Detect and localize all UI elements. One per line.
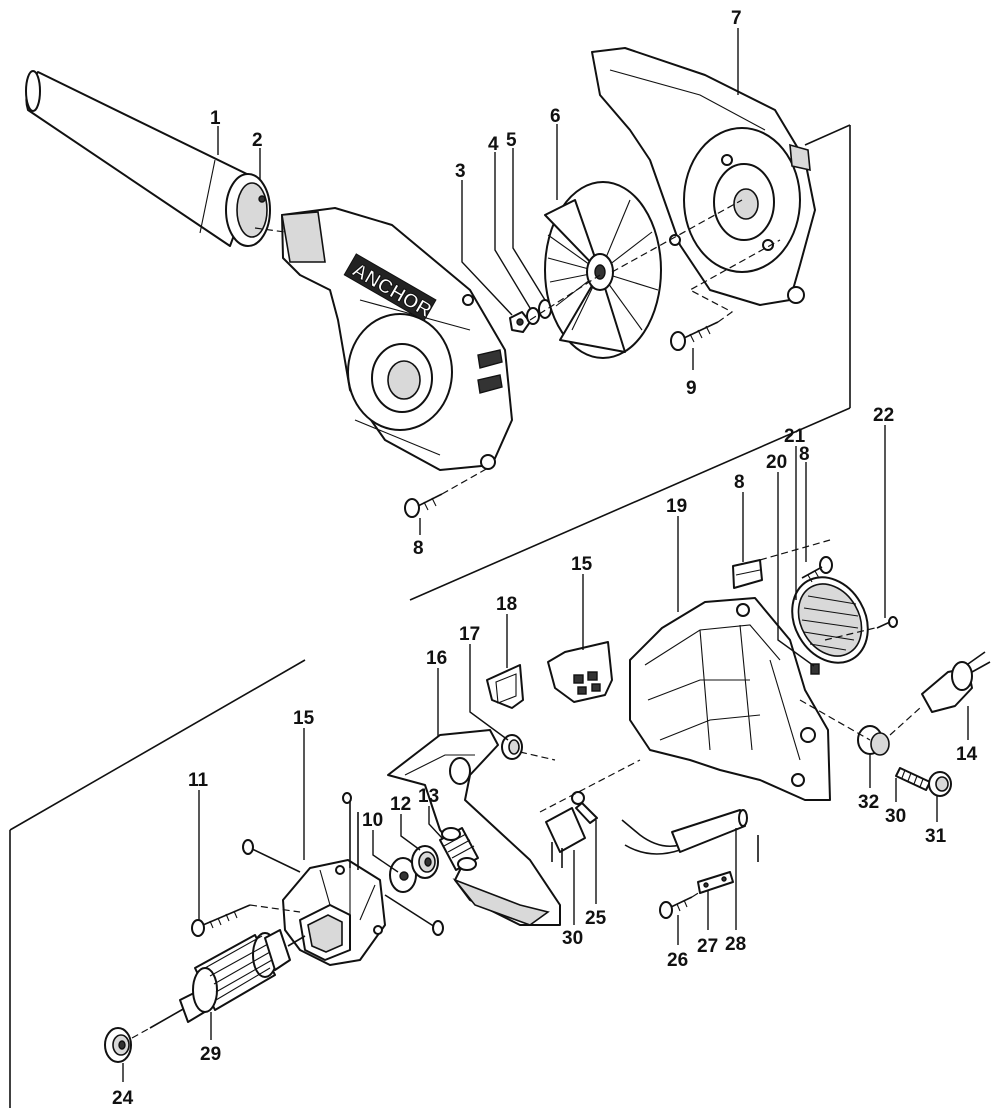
bushing	[501, 734, 523, 760]
power-cord	[621, 809, 748, 855]
callout-label: 15	[293, 708, 315, 729]
switch-bracket	[486, 664, 524, 709]
callout-label: 18	[496, 594, 517, 615]
rear-bearing	[104, 1027, 151, 1063]
long-screw	[191, 904, 301, 937]
callout-label: 10	[362, 810, 383, 831]
screw	[404, 493, 443, 518]
strain-relief-spring	[895, 767, 931, 791]
armature	[149, 929, 306, 1029]
callout-label: 28	[725, 934, 746, 955]
vent-grille	[791, 576, 869, 664]
callout-label: 12	[390, 794, 411, 815]
screw	[876, 616, 898, 629]
callout-label: 4	[488, 134, 499, 155]
callout-label: 7	[731, 8, 742, 29]
cord-clamp	[697, 871, 734, 894]
callout-label: 25	[585, 908, 607, 929]
callout-label: 5	[506, 130, 517, 151]
callout-label: 22	[873, 405, 894, 426]
callout-label: 14	[956, 744, 978, 765]
callout-label: 30	[562, 928, 583, 949]
callout-label: 8	[734, 472, 745, 493]
screw	[659, 896, 693, 919]
callout-label: 2	[252, 130, 263, 151]
callout-label: 29	[200, 1044, 221, 1065]
switch	[547, 641, 613, 703]
callout-label: 21	[784, 426, 806, 447]
nozzle-tube	[25, 70, 256, 247]
sleeve-bearing	[439, 827, 479, 871]
end-cap	[928, 771, 952, 797]
nozzle-end-ring	[225, 173, 271, 247]
callout-label: 9	[686, 378, 697, 399]
callout-labels: 1 2 3 4 5 6 7 8 9 8 22 21 20 8 19 15 18 …	[112, 8, 978, 1109]
callout-label: 1	[210, 108, 221, 129]
callout-label: 19	[666, 496, 687, 517]
capacitor	[545, 807, 586, 868]
stator-wire-leads	[242, 792, 444, 936]
callout-label: 8	[413, 538, 424, 559]
screw	[670, 321, 719, 351]
switch-actuator	[732, 559, 763, 589]
callout-label: 11	[188, 770, 209, 791]
callout-label: 16	[426, 648, 447, 669]
retaining-clip	[810, 663, 820, 675]
callout-label: 6	[550, 106, 561, 127]
callout-label: 32	[858, 792, 879, 813]
ring-terminal	[571, 791, 598, 824]
leader-lines	[122, 28, 969, 1082]
field-stator	[282, 859, 386, 966]
nut	[509, 311, 531, 333]
front-housing: ANCHOR	[281, 207, 513, 471]
grommet	[857, 725, 890, 756]
callout-label: 17	[459, 624, 480, 645]
callout-label: 3	[455, 161, 466, 182]
callout-label: 13	[418, 786, 439, 807]
handle-half	[387, 729, 561, 926]
assembly-guide-lines	[519, 539, 921, 898]
ball-bearing	[411, 845, 439, 879]
fan-impeller	[544, 181, 662, 359]
callout-label: 20	[766, 452, 787, 473]
callout-label: 31	[925, 826, 947, 847]
washer	[526, 299, 552, 325]
callout-label: 27	[697, 936, 718, 957]
callout-label: 30	[885, 806, 906, 827]
callout-label: 8	[799, 444, 810, 465]
handle-housing	[629, 597, 831, 801]
callout-label: 26	[667, 950, 688, 971]
callout-label: 15	[571, 554, 593, 575]
callout-label: 24	[112, 1088, 134, 1109]
assembly-guide-lines	[254, 199, 781, 495]
screw	[801, 556, 833, 583]
power-plug	[921, 651, 991, 713]
